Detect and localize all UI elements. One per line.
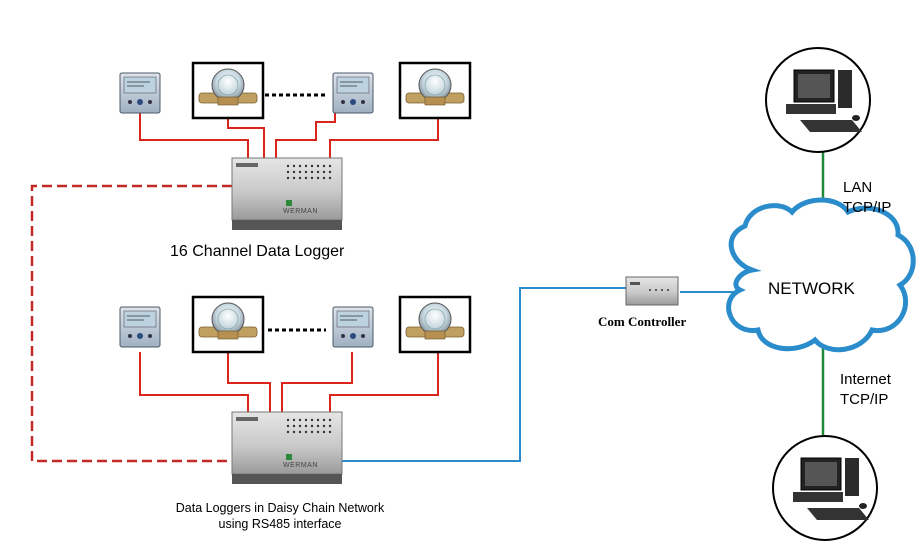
upper-meter-2 xyxy=(398,61,472,120)
network-cloud-icon xyxy=(726,197,916,353)
lan-label-line-2: TCP/IP xyxy=(843,199,892,216)
internet-computer-icon xyxy=(772,435,878,541)
upper-meter-1 xyxy=(191,61,265,120)
lower-meter-1 xyxy=(191,295,265,354)
daisy-chain-caption: Data Loggers in Daisy Chain Network usin… xyxy=(150,500,410,532)
lower-display-2 xyxy=(332,306,374,348)
lower-sensor-wires xyxy=(139,352,439,414)
upper-data-logger xyxy=(231,157,343,231)
lan-label: LAN TCP/IP xyxy=(843,178,891,218)
rs485-link xyxy=(340,287,627,462)
upper-sensor-wires xyxy=(139,113,439,160)
upper-display-1 xyxy=(119,72,161,114)
daisy-chain-link xyxy=(30,184,232,463)
lower-display-1 xyxy=(119,306,161,348)
lan-label-line-1: LAN xyxy=(843,179,873,196)
internet-label-line-1: Internet xyxy=(840,371,891,388)
network-label: NETWORK xyxy=(768,279,855,298)
internet-label-line-2: TCP/IP xyxy=(840,391,889,408)
upper-logger-brand: WERMAN xyxy=(283,208,318,215)
internet-label: Internet TCP/IP xyxy=(840,370,891,410)
com-controller-icon xyxy=(625,276,679,306)
upper-display-2 xyxy=(332,72,374,114)
lower-data-logger xyxy=(231,411,343,485)
lower-meter-2 xyxy=(398,295,472,354)
com-controller-label: Com Controller xyxy=(598,314,687,329)
chain-caption-line-1: Data Loggers in Daisy Chain Network xyxy=(175,501,385,515)
lan-computer-icon xyxy=(765,47,871,153)
chain-caption-line-2: using RS485 interface xyxy=(218,517,342,531)
lower-logger-brand: WERMAN xyxy=(283,462,318,469)
logger-title: 16 Channel Data Logger xyxy=(170,243,345,260)
